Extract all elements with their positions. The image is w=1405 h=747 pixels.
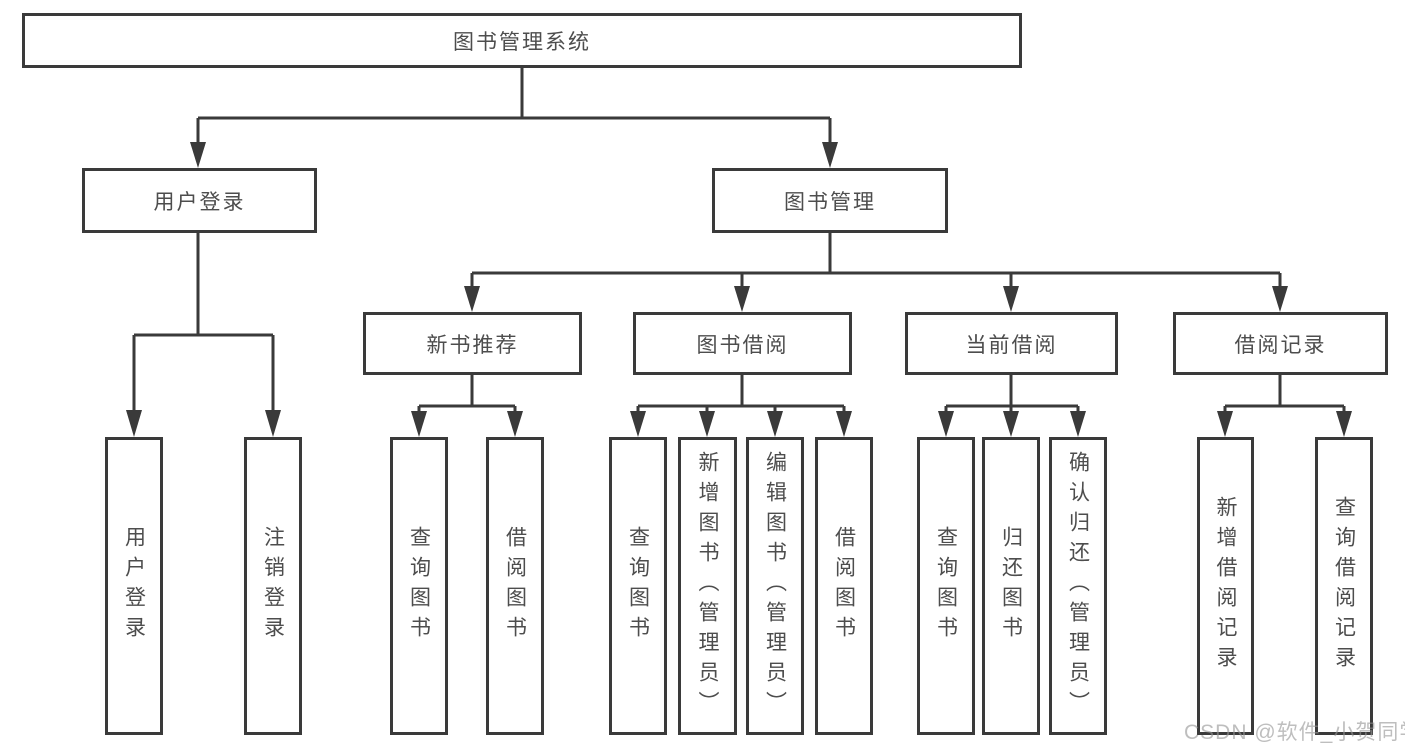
leaf-query-books-current: 查询图书 <box>917 437 975 735</box>
node-library-system: 图书管理系统 <box>22 13 1022 68</box>
arrowhead-icon <box>938 411 954 437</box>
arrowhead-icon <box>1336 411 1352 437</box>
node-label: 查询图书 <box>626 526 650 646</box>
arrowhead-icon <box>1217 411 1233 437</box>
arrowhead-icon <box>265 410 281 437</box>
arrowhead-icon <box>822 142 838 168</box>
arrowhead-icon <box>464 286 480 312</box>
arrowhead-icon <box>1003 411 1019 437</box>
node-label: 编辑图书（管理员） <box>763 451 787 721</box>
arrowhead-icon <box>507 411 523 437</box>
arrowhead-icon <box>1070 411 1086 437</box>
node-label: 新增借阅记录 <box>1214 496 1237 676</box>
arrowhead-icon <box>126 410 142 437</box>
node-label: 归还图书 <box>999 526 1023 646</box>
node-label: 借阅图书 <box>832 526 856 646</box>
leaf-logout: 注销登录 <box>244 437 302 735</box>
arrowhead-icon <box>630 411 646 437</box>
node-label: 图书借阅 <box>696 333 789 357</box>
arrowhead-icon <box>411 411 427 437</box>
leaf-confirm-return-admin: 确认归还（管理员） <box>1049 437 1107 735</box>
node-label: 用户登录 <box>153 190 246 214</box>
node-label: 新书推荐 <box>426 333 519 357</box>
arrowheads <box>126 142 1352 437</box>
csdn-watermark: CSDN @软件_小贺同学 <box>1184 721 1405 744</box>
leaf-query-borrow-record: 查询借阅记录 <box>1315 437 1373 735</box>
arrowhead-icon <box>836 411 852 437</box>
node-label: 新增图书（管理员） <box>696 451 719 721</box>
node-new-book-recommend: 新书推荐 <box>363 312 582 375</box>
node-label: 查询图书 <box>934 526 958 646</box>
node-label: 确认归还（管理员） <box>1066 451 1090 721</box>
node-book-management: 图书管理 <box>712 168 948 233</box>
leaf-borrow-books-recommend: 借阅图书 <box>486 437 544 735</box>
arrowhead-icon <box>190 142 206 168</box>
leaf-add-borrow-record: 新增借阅记录 <box>1197 437 1254 735</box>
node-label: 注销登录 <box>261 526 285 646</box>
node-label: 当前借阅 <box>965 333 1058 357</box>
node-current-borrow: 当前借阅 <box>905 312 1118 375</box>
leaf-edit-book-admin: 编辑图书（管理员） <box>746 437 804 735</box>
node-label: 借阅图书 <box>503 526 527 646</box>
leaf-user-login: 用户登录 <box>105 437 163 735</box>
leaf-borrow-books: 借阅图书 <box>815 437 873 735</box>
leaf-query-books-recommend: 查询图书 <box>390 437 448 735</box>
node-label: 用户登录 <box>122 526 146 646</box>
node-book-borrow: 图书借阅 <box>633 312 852 375</box>
arrowhead-icon <box>1003 286 1019 312</box>
arrowhead-icon <box>699 411 715 437</box>
node-label: 借阅记录 <box>1234 333 1327 357</box>
node-label: 查询借阅记录 <box>1332 496 1356 676</box>
leaf-return-books: 归还图书 <box>982 437 1040 735</box>
arrowhead-icon <box>767 411 783 437</box>
leaf-add-book-admin: 新增图书（管理员） <box>678 437 737 735</box>
arrowhead-icon <box>734 286 750 312</box>
node-label: 查询图书 <box>407 526 431 646</box>
node-label: 图书管理 <box>784 190 876 214</box>
node-user-login: 用户登录 <box>82 168 317 233</box>
node-label: 图书管理系统 <box>453 30 591 54</box>
arrowhead-icon <box>1272 286 1288 312</box>
leaf-query-books-borrow: 查询图书 <box>609 437 667 735</box>
node-borrow-records: 借阅记录 <box>1173 312 1388 375</box>
